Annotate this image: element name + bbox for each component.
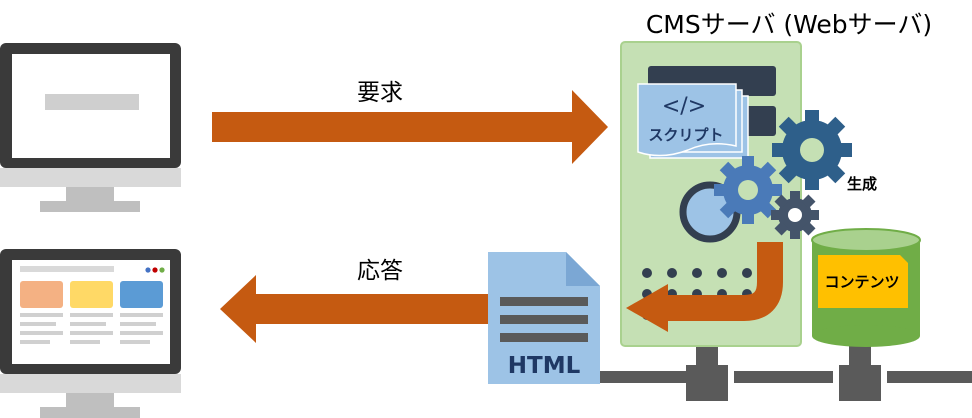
card-orange bbox=[20, 281, 63, 308]
script-code-icon: </> bbox=[662, 94, 706, 119]
server-title: CMSサーバ (Webサーバ) bbox=[646, 10, 932, 39]
html-document: HTML bbox=[488, 252, 600, 384]
content-note bbox=[818, 255, 908, 308]
network-line bbox=[600, 346, 972, 401]
client-monitor-bottom bbox=[0, 249, 181, 418]
script-document: </> スクリプト bbox=[637, 83, 749, 159]
html-text-lines bbox=[500, 297, 588, 342]
generate-label: 生成 bbox=[847, 175, 877, 193]
dot-green-icon bbox=[159, 267, 165, 273]
card-blue bbox=[120, 281, 163, 308]
dot-blue-icon bbox=[145, 267, 151, 273]
response-label: 応答 bbox=[357, 258, 403, 284]
dot-red-icon bbox=[152, 267, 158, 273]
card-yellow bbox=[70, 281, 113, 308]
placeholder-bar bbox=[45, 94, 139, 110]
request-arrow bbox=[212, 90, 608, 164]
client-monitor-top bbox=[0, 43, 181, 212]
content-database: コンテンツ bbox=[811, 228, 921, 347]
request-label: 要求 bbox=[357, 80, 403, 106]
generation-arrow bbox=[626, 242, 783, 332]
script-label: スクリプト bbox=[648, 126, 723, 144]
response-arrow bbox=[220, 275, 488, 343]
content-label: コンテンツ bbox=[824, 273, 899, 291]
html-label: HTML bbox=[508, 353, 581, 379]
